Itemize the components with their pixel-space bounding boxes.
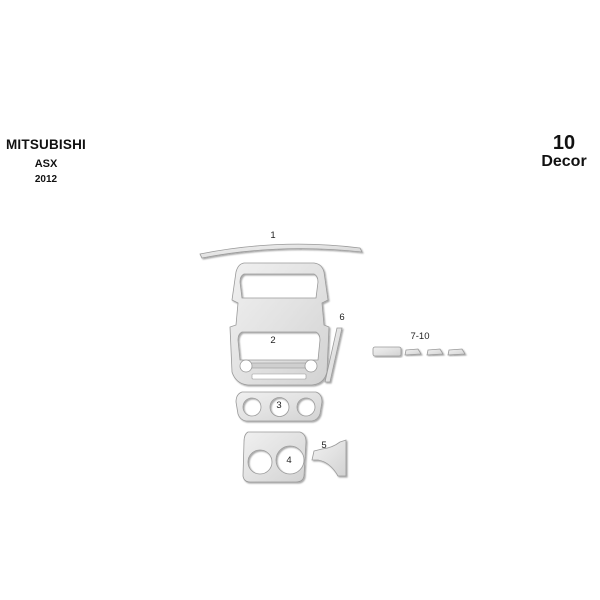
- part-9-piece: [426, 348, 444, 356]
- kit-label: Decor: [541, 153, 587, 170]
- part-10-piece: [447, 348, 466, 356]
- part-7-piece: [372, 346, 402, 357]
- part-8-piece: [404, 348, 422, 356]
- part-6-side-strip: [324, 327, 343, 383]
- callout-part-2: 2: [270, 335, 275, 346]
- kit-info: 10 Decor: [529, 133, 599, 171]
- vehicle-info: MITSUBISHI ASX 2012: [0, 136, 92, 188]
- callout-part-3: 3: [276, 400, 281, 411]
- callout-part-6: 6: [339, 312, 344, 323]
- part-3-dial-panel: [235, 391, 323, 422]
- callout-part-5: 5: [321, 440, 326, 451]
- part-2-center-frame: [229, 262, 330, 386]
- vehicle-year: 2012: [34, 174, 58, 185]
- part-5-bracket: [311, 439, 347, 477]
- callout-part-4: 4: [286, 455, 291, 466]
- callout-part-1: 1: [270, 230, 275, 241]
- vehicle-make: MITSUBISHI: [5, 137, 86, 152]
- vehicle-model: ASX: [34, 158, 58, 170]
- callout-parts-7-10: 7-10: [410, 331, 429, 342]
- part-4-dial-panel: [242, 431, 307, 483]
- part-1-strip: [199, 243, 363, 259]
- piece-count: 10: [552, 132, 576, 154]
